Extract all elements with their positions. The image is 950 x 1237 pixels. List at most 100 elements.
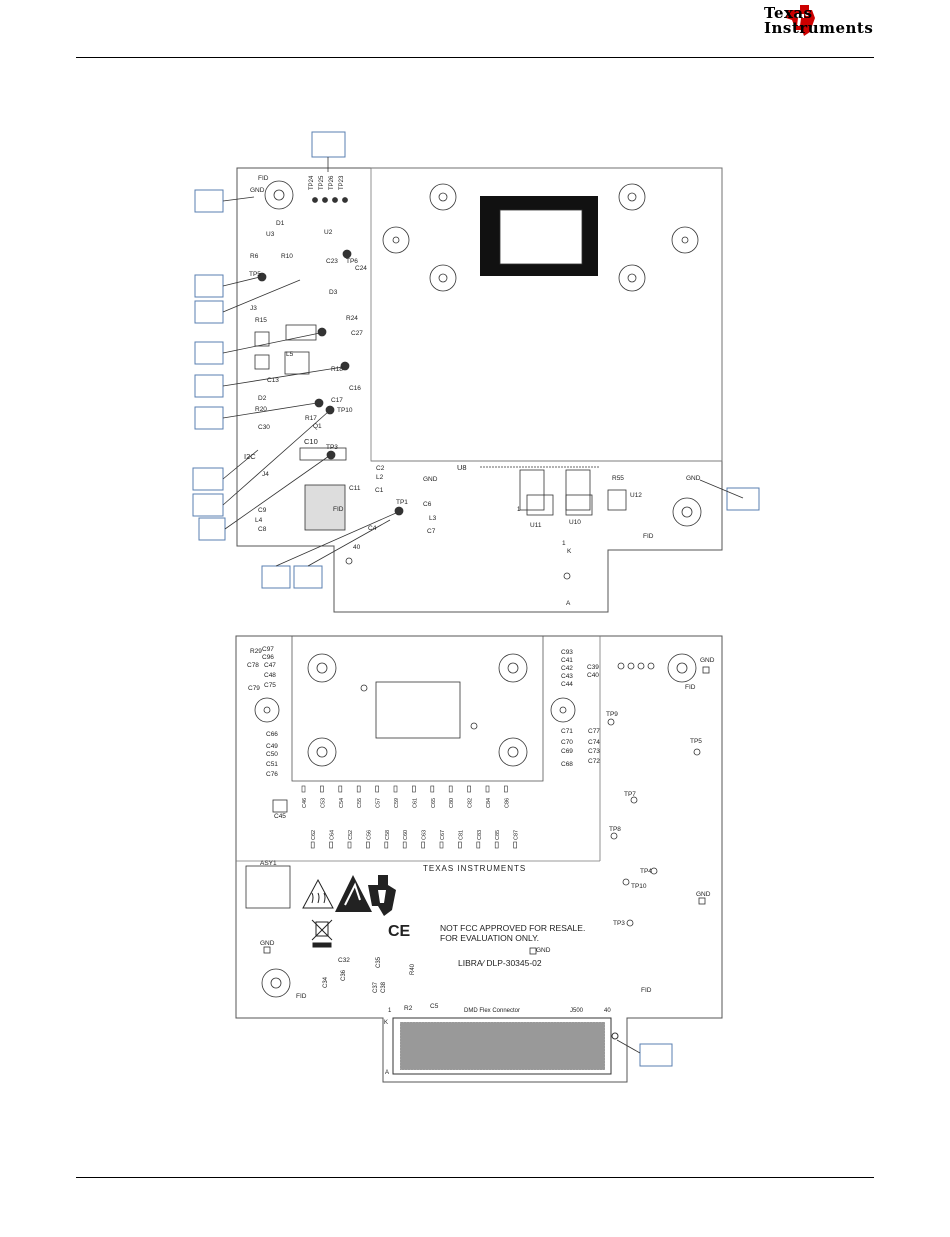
label-c77: C77	[588, 728, 600, 735]
cap-label: C61	[412, 798, 418, 808]
label-c27: C27	[351, 330, 363, 337]
label-ti-text: TEXAS INSTRUMENTS	[423, 864, 526, 873]
cap-pad	[467, 785, 471, 793]
label-c96: C96	[262, 654, 274, 661]
label-l2: L2	[376, 474, 384, 481]
label-tp26: TP26	[329, 175, 335, 190]
cap-pad	[430, 785, 435, 793]
label-c39: C39	[587, 664, 599, 671]
label-r40: R40	[410, 963, 416, 975]
label-num-40-b: 40	[604, 1008, 611, 1014]
cap-pad	[375, 785, 379, 793]
label-fid: FID	[258, 175, 269, 182]
label-c79: C79	[248, 685, 260, 692]
label-r55: R55	[612, 475, 624, 482]
label-c7: C7	[427, 528, 436, 535]
label-c36: C36	[341, 969, 347, 981]
label-c71: C71	[561, 728, 573, 735]
label-fid-2: FID	[333, 506, 344, 513]
label-gnd-b3: GND	[260, 940, 275, 947]
cap-label: C65	[431, 798, 437, 808]
label-c93: C93	[561, 649, 573, 656]
mount-hole-group	[264, 180, 702, 527]
label-c40: C40	[587, 672, 599, 679]
cap-label: C86	[504, 798, 510, 808]
cap-label: C53	[320, 798, 326, 808]
label-c45: C45	[274, 813, 286, 820]
label-fid-b2: FID	[641, 987, 652, 994]
ti-logo-icon	[786, 5, 815, 36]
label-c74: C74	[588, 739, 600, 746]
cap-pad	[421, 841, 425, 849]
cap-pad	[412, 785, 416, 793]
label-r20: R20	[255, 406, 267, 413]
label-a: A	[566, 600, 571, 607]
label-gnd-b1: GND	[700, 657, 715, 664]
cap-pad	[513, 841, 517, 849]
label-c66: C66	[266, 731, 278, 738]
label-c11: C11	[349, 485, 361, 492]
label-l5: L5	[286, 351, 294, 358]
label-num-40: 40	[353, 544, 361, 551]
top-board	[236, 167, 723, 613]
label-r17: R17	[305, 415, 317, 422]
label-asy1: ASY1	[260, 860, 277, 867]
label-fcc-1: NOT FCC APPROVED FOR RESALE.	[440, 923, 585, 933]
callout-boxes-bottom	[639, 1043, 673, 1067]
cap-label: C62	[311, 830, 317, 840]
label-ce: CE	[388, 923, 411, 940]
cap-label: C46	[302, 798, 308, 808]
label-r15: R15	[255, 317, 267, 324]
label-j500: J500	[570, 1008, 584, 1014]
cap-label: C58	[385, 830, 391, 840]
label-fid-b3: FID	[296, 993, 307, 1000]
label-k-b: K	[384, 1020, 388, 1026]
label-u10: U10	[569, 519, 581, 526]
label-j3: J3	[250, 305, 257, 312]
cap-pad	[393, 785, 398, 793]
cap-pad	[458, 841, 462, 849]
label-c38: C38	[381, 981, 387, 993]
label-fcc-2: FOR EVALUATION ONLY.	[440, 933, 539, 943]
label-c42: C42	[561, 665, 573, 672]
label-d3: D3	[329, 289, 338, 296]
top-tp-labels: TP24 TP25 TP26 TP23	[309, 175, 345, 190]
label-gnd: GND	[250, 187, 265, 194]
label-u12: U12	[630, 492, 642, 499]
label-l3: L3	[429, 515, 437, 522]
label-tp5-b: TP5	[690, 738, 702, 745]
bottom-board	[235, 635, 723, 1083]
callout-boxes-top	[192, 131, 760, 589]
label-fid-b1: FID	[685, 684, 696, 691]
label-tp10-b: TP10	[631, 883, 647, 890]
label-r18: R18	[331, 366, 343, 373]
weee-bin-icon	[311, 919, 333, 948]
label-gnd-b4: GND	[536, 947, 551, 954]
label-c30: C30	[258, 424, 270, 431]
cap-label: C84	[486, 798, 492, 808]
label-c2: C2	[376, 465, 385, 472]
label-r29: R29	[250, 648, 262, 655]
cap-label: C60	[403, 830, 409, 840]
label-gnd-3: GND	[686, 475, 701, 482]
label-c41: C41	[561, 657, 573, 664]
label-r10: R10	[281, 253, 293, 260]
cap-label: C57	[376, 798, 382, 808]
label-c76: C76	[266, 771, 278, 778]
cap-label: C56	[366, 830, 372, 840]
label-c9: C9	[258, 507, 267, 514]
cap-label: C87	[514, 830, 520, 840]
label-c47: C47	[264, 662, 276, 669]
cap-pad	[504, 785, 508, 793]
top-board-labels: FID GND TP6 TP5 TP10 TP3 TP1 I2C U8 U11 …	[244, 175, 701, 607]
cap-pad	[329, 841, 333, 849]
dmd-flex-connector	[392, 1017, 619, 1075]
label-u2: U2	[324, 229, 333, 236]
label-c23: C23	[326, 258, 338, 265]
label-c1: C1	[375, 487, 384, 494]
label-c34: C34	[323, 976, 329, 988]
label-c24: C24	[355, 265, 367, 272]
label-c8: C8	[258, 526, 267, 533]
logo-line-1: Texas	[764, 4, 813, 22]
